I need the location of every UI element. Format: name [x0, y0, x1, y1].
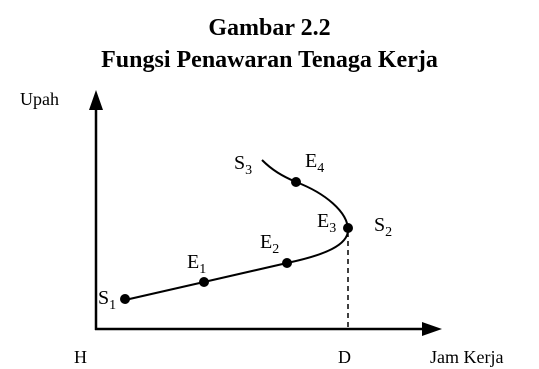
x-axis-label: Jam Kerja: [430, 347, 503, 367]
label-s3: S3: [234, 152, 252, 178]
origin-label: H: [74, 347, 87, 367]
y-axis-label: Upah: [20, 89, 59, 109]
y-axis-arrow: [89, 90, 103, 110]
label-e3: E3: [317, 210, 336, 236]
label-s1: S1: [98, 287, 116, 313]
label-e1: E1: [187, 251, 206, 277]
d-label: D: [338, 347, 351, 367]
figure-number: Gambar 2.2: [208, 15, 331, 41]
point-e3: [343, 223, 353, 233]
point-e2: [282, 258, 292, 268]
figure-title: Fungsi Penawaran Tenaga Kerja: [101, 47, 438, 73]
x-axis-arrow: [422, 322, 442, 336]
point-s1: [120, 294, 130, 304]
point-e1: [199, 277, 209, 287]
labor-supply-curve: [124, 159, 350, 301]
label-e4: E4: [305, 150, 324, 176]
point-e4: [291, 177, 301, 187]
label-e2: E2: [260, 231, 279, 257]
label-s2: S2: [374, 214, 392, 240]
